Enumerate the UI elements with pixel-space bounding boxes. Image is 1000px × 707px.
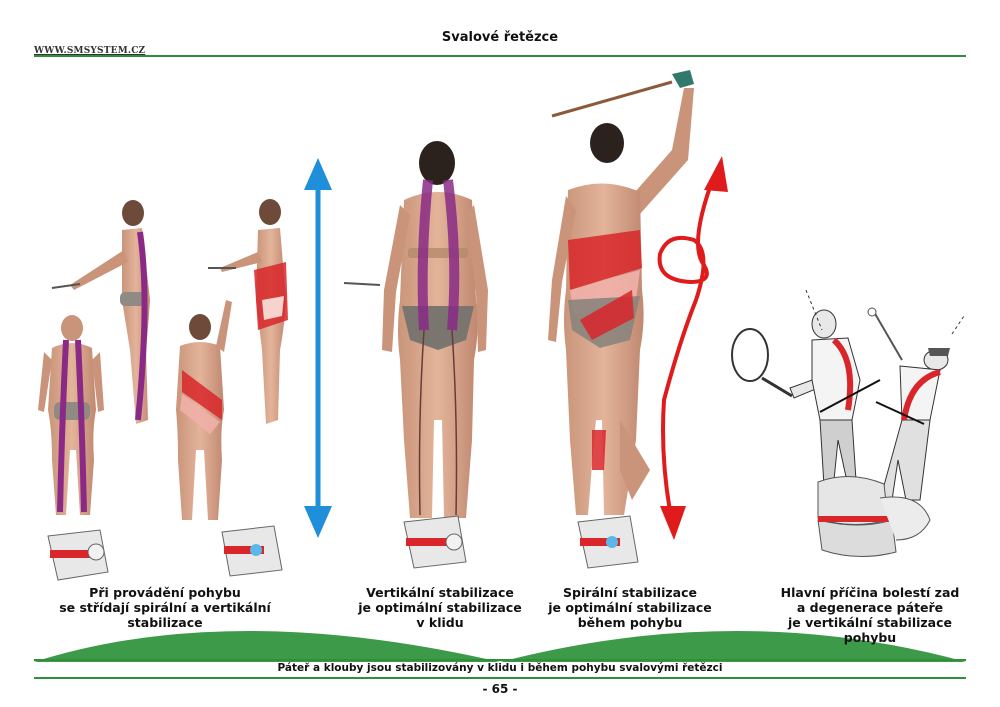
caption-spiral-stabilization: Spirální stabilizace je optimální stabil… [548,585,712,630]
golfer-illustration [867,307,965,501]
footer-rule-bottom [34,677,966,679]
header-rule [34,55,966,57]
ground-mound-right [500,631,966,662]
caption-movement: Při provádění pohybu se střídají spiráln… [59,585,271,630]
footer-rule-top [34,659,966,661]
page-number: - 65 - [482,682,518,696]
caption-back-pain-cause: Hlavní příčina bolestí zad a degenerace … [780,585,960,645]
figure-back-spiral-large [548,70,694,515]
vertebra-icon-left [47,529,109,581]
figure-back-spiral-small [176,300,232,520]
vertebra-icon-right [221,525,283,577]
figure-back-vertical-small [38,315,104,515]
spiral-arrow-icon [657,156,728,540]
vertical-arrow-icon [304,158,332,538]
figure-side-vertical-small [51,200,150,424]
tennis-player-illustration [731,289,881,487]
vertebra-icon-center [403,515,467,569]
figure-side-spiral-small [208,199,288,424]
figure-back-vertical-large [343,141,488,518]
site-url[interactable]: WWW.SMSYSTEM.CZ [34,46,146,56]
footer-text: Páteř a klouby jsou stabilizovány v klid… [277,662,723,674]
caption-vertical-stabilization: Vertikální stabilizace je optimální stab… [358,585,522,630]
ground-mound-left [34,631,500,662]
vertebra-icon-spiral [577,515,639,569]
page-title: Svalové řetězce [441,30,559,45]
vertebra-column-illustration [817,475,931,558]
